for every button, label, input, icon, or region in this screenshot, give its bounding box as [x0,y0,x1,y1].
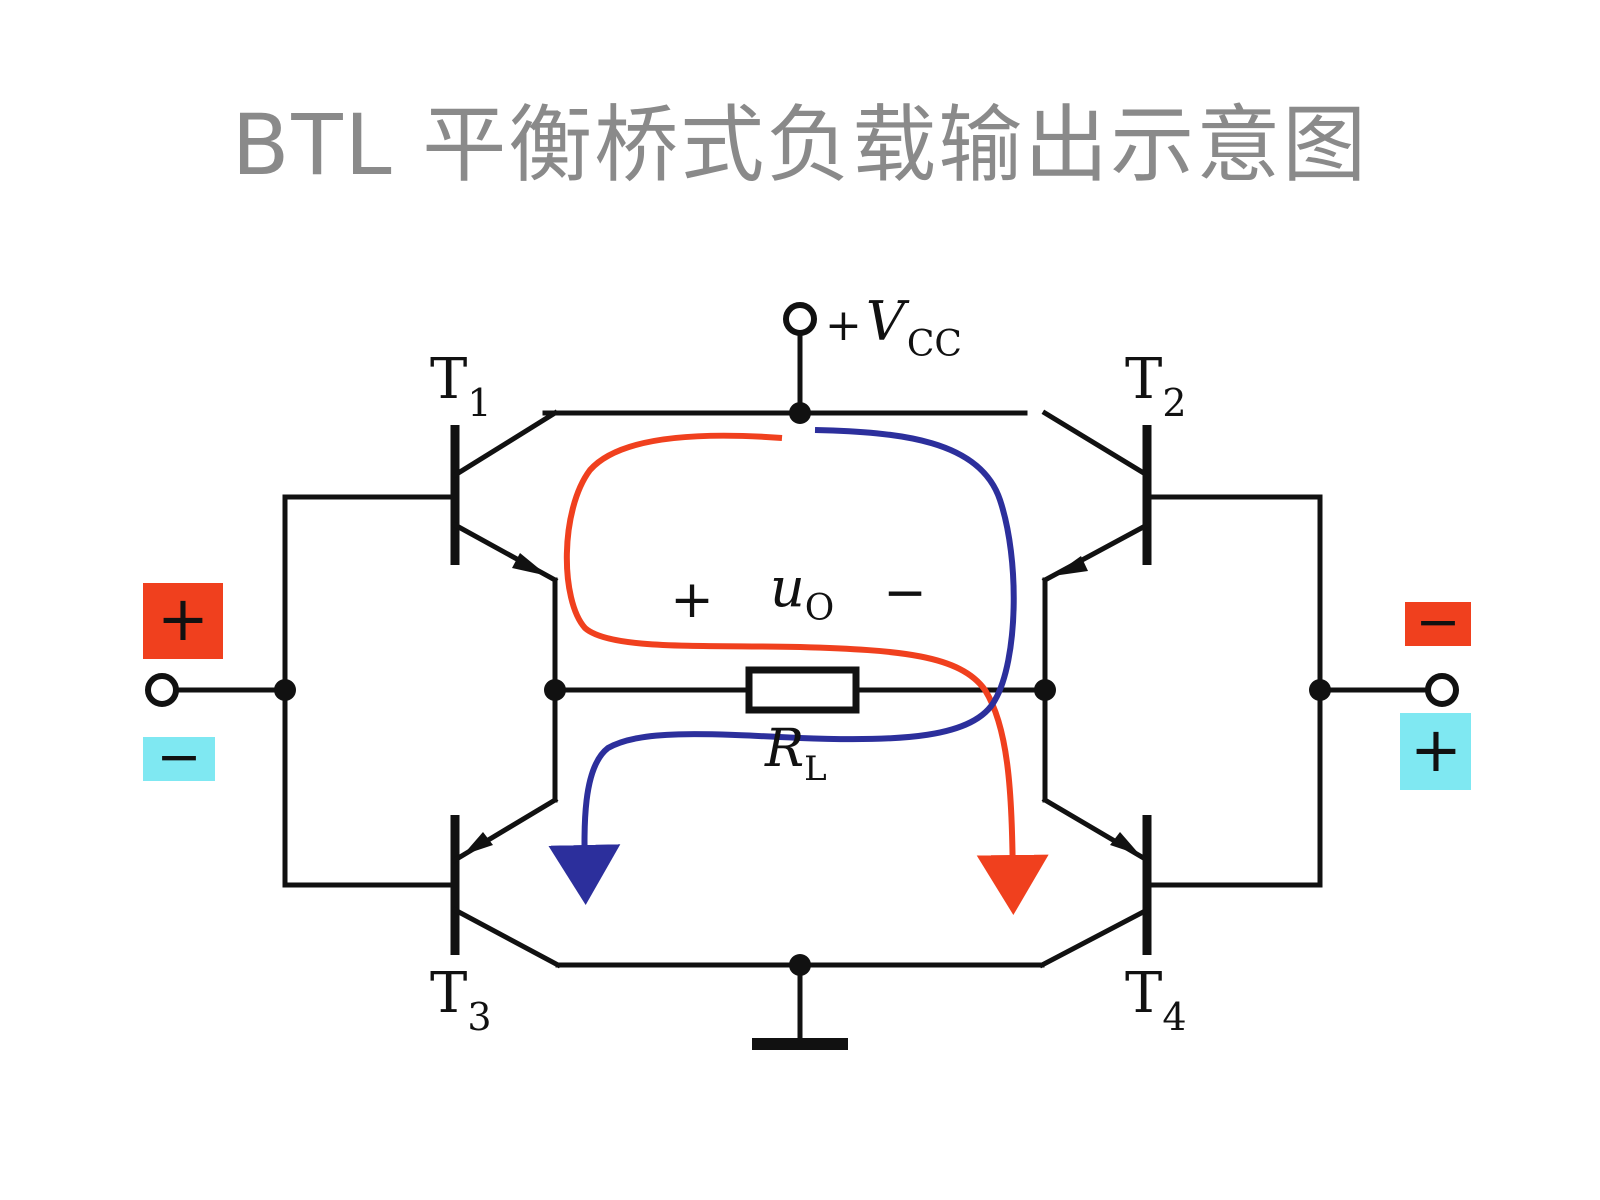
svg-text:−: − [156,725,201,788]
output-voltage-label: uO [770,556,834,629]
vcc-label: +VCC [825,290,962,365]
right-input-network [1144,494,1459,888]
vcc-rail [542,302,1028,424]
right-input-terminal [1425,673,1459,707]
load-resistor [745,666,860,714]
blue-current-path [548,427,1017,905]
transistor-t2 [1041,409,1152,693]
left-output-node [544,679,566,701]
transistor-t3 [450,687,562,969]
right-input-plus-badge: + [1400,713,1471,790]
load-resistor-label: RL [764,719,827,789]
vcc-junction-dot [789,402,811,424]
red-current-path [563,432,1049,915]
output-minus-sign: − [883,563,927,623]
page-title: BTL 平衡桥式负载输出示意图 [231,96,1369,194]
t3-label: T3 [430,961,492,1039]
svg-text:+: + [1410,713,1462,786]
t2-label: T2 [1125,347,1187,425]
left-input-minus-badge: − [143,725,215,788]
load-branch [544,666,1056,714]
right-output-node [1034,679,1056,701]
left-input-terminal [145,673,179,707]
vcc-terminal [783,302,817,336]
svg-text:+: + [157,582,209,655]
output-plus-sign: + [670,570,714,630]
right-input-minus-badge: − [1405,590,1471,653]
t4-label: T4 [1125,961,1187,1039]
ground-rail [555,954,1045,1050]
svg-text:−: − [1415,590,1460,653]
transistor-t1 [450,409,559,693]
left-input-network [145,494,458,888]
left-input-plus-badge: + [143,582,223,659]
transistor-t4 [1038,687,1152,969]
t1-label: T1 [430,347,492,425]
